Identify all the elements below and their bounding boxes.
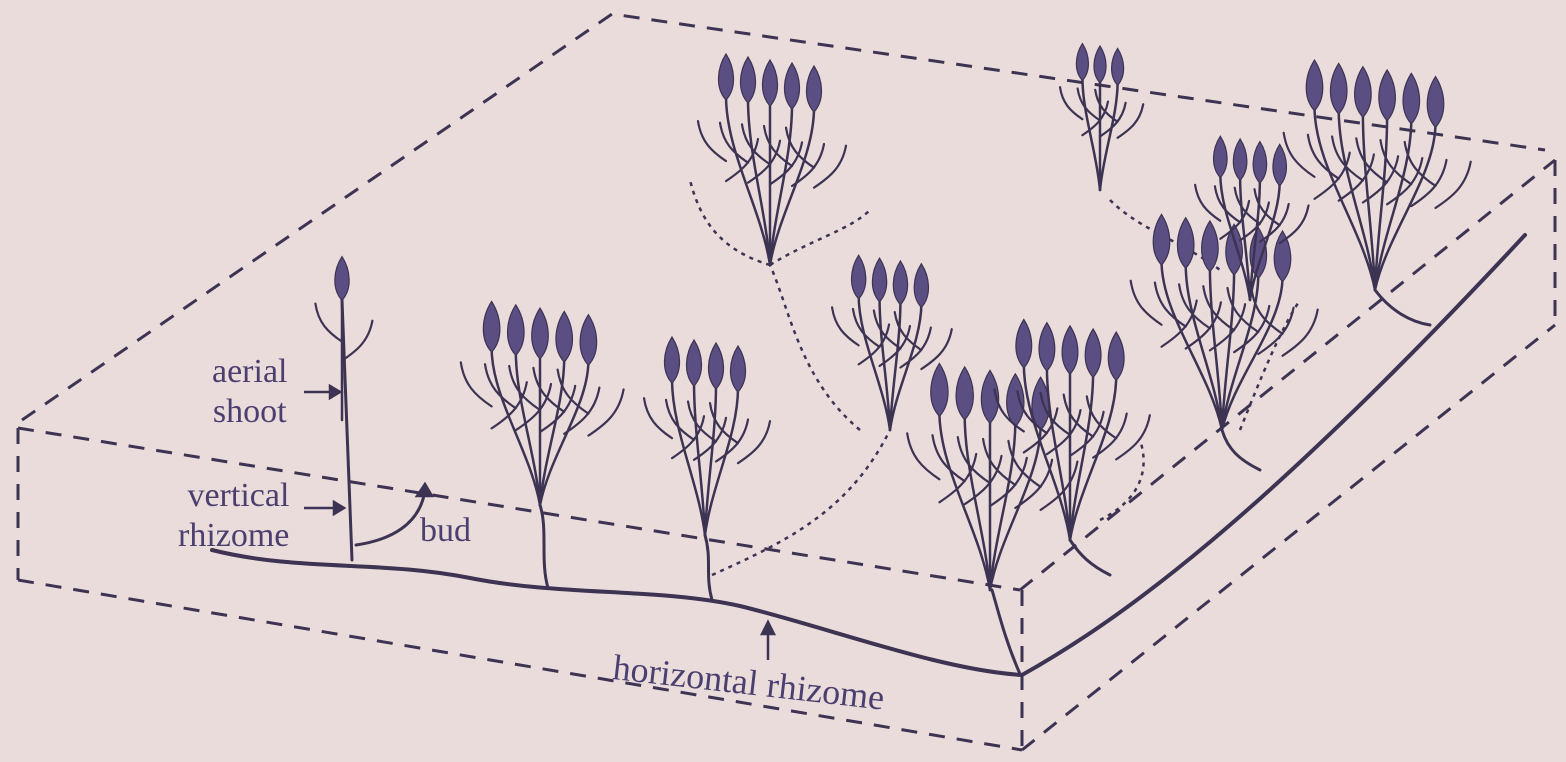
label-aerial-line2: shoot — [212, 392, 288, 432]
flower-spike-icon — [1177, 218, 1194, 269]
leaf — [1436, 162, 1471, 208]
flower-spike-icon — [508, 305, 525, 356]
plant-cluster — [1284, 60, 1471, 290]
block-left-front-top — [18, 428, 1020, 590]
plant-cluster — [1195, 136, 1308, 300]
leaf — [814, 146, 846, 188]
leaf — [965, 456, 1002, 504]
aerial-shoot — [1070, 373, 1093, 540]
bud-curve — [356, 490, 425, 545]
horizontal-rhizome — [212, 235, 1525, 675]
leaf — [716, 420, 748, 462]
leaf — [738, 421, 770, 463]
plants — [315, 44, 1470, 590]
plant-cluster — [1060, 44, 1143, 190]
leaf — [588, 389, 623, 435]
block-right-front-top — [1020, 160, 1555, 590]
flower-spike-icon — [532, 308, 549, 359]
arrow-vertical-rhizome-icon — [334, 502, 344, 514]
leaf — [1118, 104, 1144, 138]
aerial-shoot — [1315, 106, 1376, 290]
flower-spike-icon — [931, 363, 948, 416]
flower-spike-icon — [580, 315, 597, 366]
aerial-shoot — [1047, 367, 1070, 540]
arrow-horizontal-rhizome-icon — [762, 622, 774, 634]
leaf — [921, 329, 951, 369]
label-vertical-line1: vertical — [178, 476, 289, 516]
flower-spike-icon — [1355, 67, 1372, 118]
flower-spike-icon — [1403, 73, 1420, 124]
block-bottom-right — [1022, 325, 1555, 750]
flower-spike-icon — [556, 311, 573, 362]
plant-cluster — [644, 337, 770, 535]
flower-spike-icon — [664, 337, 679, 383]
leaf — [907, 433, 939, 479]
arrow-aerial-shoot-icon — [330, 386, 340, 398]
flower-spike-icon — [956, 367, 973, 420]
stem-plant-back-1 — [1222, 430, 1260, 470]
stem-plant-front — [992, 590, 1020, 674]
leaf — [1283, 310, 1318, 356]
flower-spike-icon — [1202, 221, 1219, 272]
leaf — [1116, 415, 1150, 459]
label-bud: bud — [420, 514, 471, 548]
flower-spike-icon — [730, 346, 745, 392]
flower-spike-icon — [718, 54, 733, 100]
arrow-bud-icon — [417, 484, 432, 496]
label-aerial-shoot: aerial shoot — [212, 352, 288, 432]
label-vertical-rhizome: vertical rhizome — [178, 476, 289, 556]
flower-spike-icon — [686, 340, 701, 386]
flower-spike-icon — [1062, 326, 1078, 374]
flower-spike-icon — [1076, 44, 1088, 81]
flower-spike-icon — [1379, 70, 1396, 121]
plant-cluster — [698, 54, 846, 265]
label-vertical-line2: rhizome — [178, 516, 289, 556]
flower-spike-icon — [1094, 46, 1106, 83]
flower-spike-icon — [893, 261, 907, 305]
leaf — [900, 328, 930, 368]
flower-spike-icon — [708, 343, 723, 389]
stem-plant-3 — [705, 535, 712, 600]
leaf — [342, 321, 372, 361]
plant-cluster — [1131, 214, 1318, 430]
block-bottom-left — [18, 580, 1022, 750]
flower-spike-icon — [1306, 60, 1323, 111]
flower-spike-icon — [806, 66, 821, 112]
plant-cluster — [461, 302, 624, 506]
flower-spike-icon — [1016, 320, 1032, 368]
leaf — [315, 304, 342, 342]
flower-spike-icon — [1112, 48, 1124, 85]
flower-spike-icon — [740, 57, 755, 103]
flower-spike-icon — [1108, 332, 1124, 380]
label-aerial-line1: aerial — [212, 352, 288, 392]
flower-spike-icon — [852, 255, 866, 299]
flower-spike-icon — [1214, 136, 1228, 177]
vertical-rhizome-1 — [342, 300, 352, 560]
flower-spike-icon — [762, 60, 777, 106]
flower-spike-icon — [1039, 323, 1055, 371]
flower-spike-icon — [1330, 63, 1347, 114]
leaf — [1411, 160, 1446, 206]
aerial-shoot — [770, 105, 792, 265]
flower-spike-icon — [335, 257, 349, 301]
leaf — [1234, 306, 1269, 352]
stem-plant-back-2 — [1375, 290, 1430, 325]
flower-spike-icon — [1153, 214, 1170, 265]
flower-spike-icon — [784, 63, 799, 109]
flower-spike-icon — [914, 264, 928, 308]
stem-plant-2 — [540, 505, 548, 588]
aerial-shoot — [1339, 110, 1375, 290]
leaf — [933, 435, 965, 481]
flower-spike-icon — [1233, 139, 1247, 180]
aerial-shoot — [748, 99, 770, 265]
flower-spike-icon — [872, 258, 886, 302]
aerial-shoot — [990, 422, 1015, 590]
flower-spike-icon — [1085, 329, 1101, 377]
flower-spike-icon — [1427, 77, 1444, 128]
flower-spike-icon — [1253, 142, 1267, 183]
flower-spike-icon — [1273, 144, 1287, 185]
flower-spike-icon — [483, 302, 500, 353]
